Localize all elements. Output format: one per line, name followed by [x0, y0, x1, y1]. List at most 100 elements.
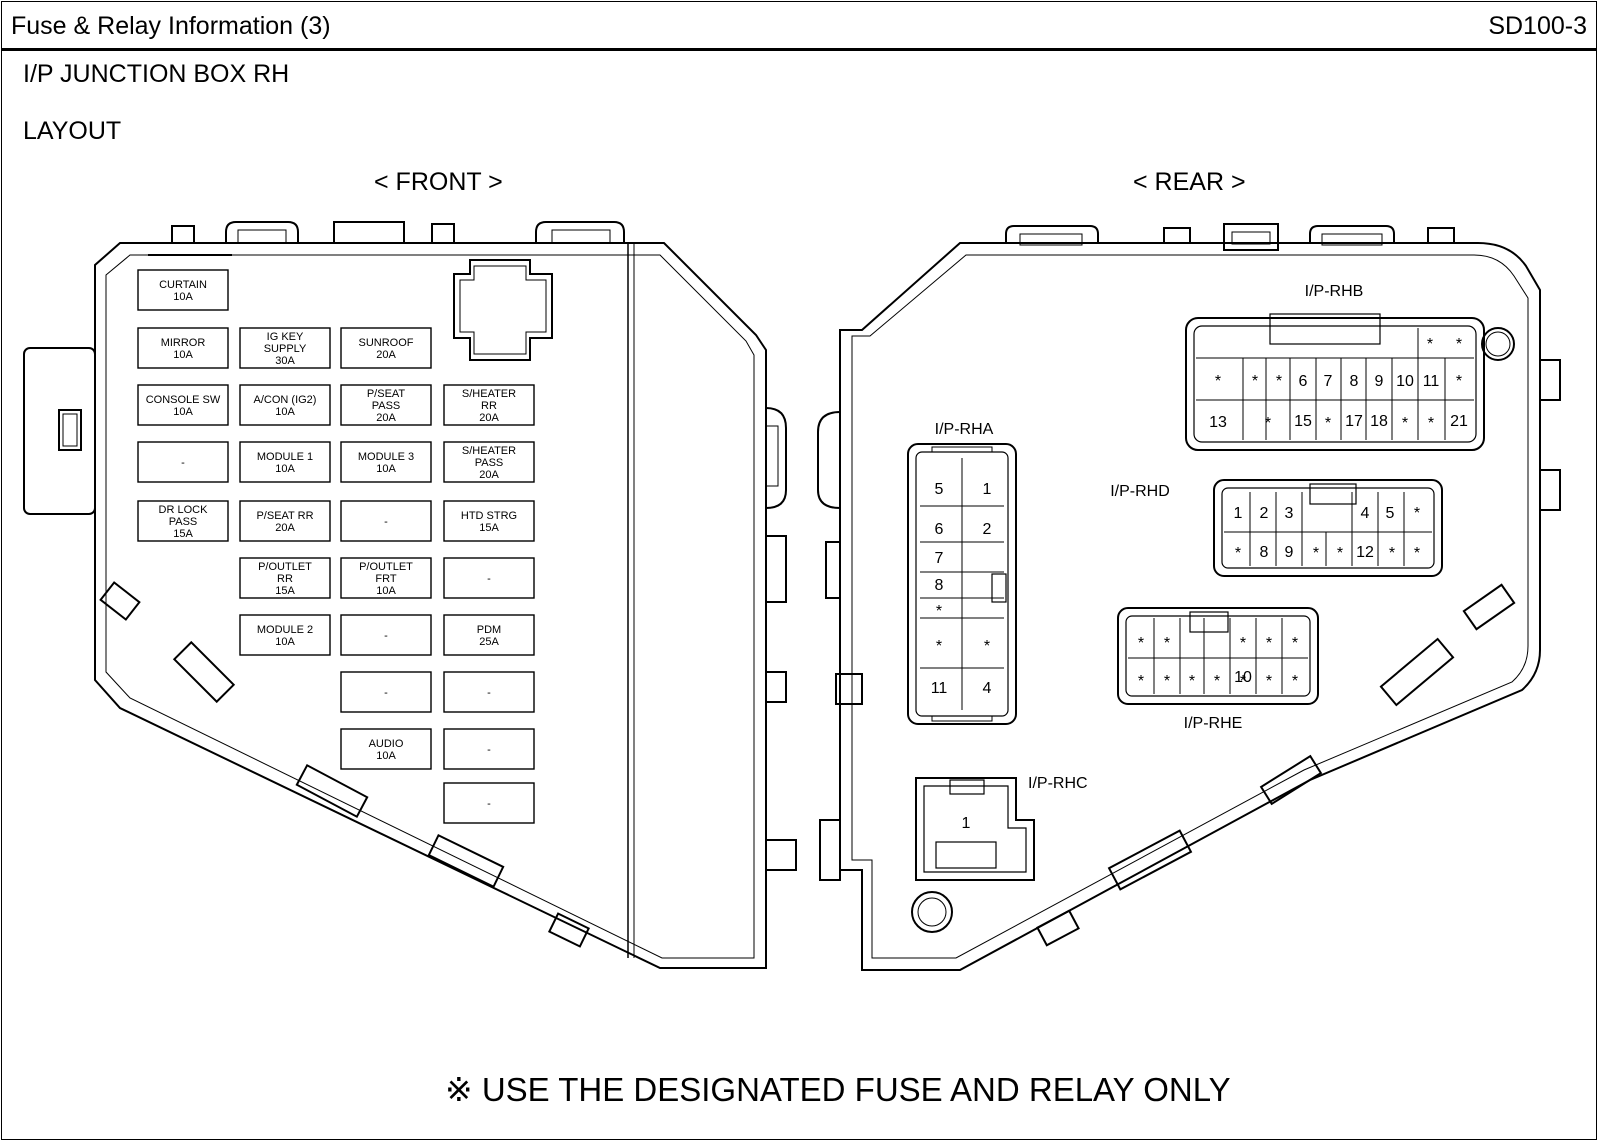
connector-pin: 3 — [1285, 505, 1294, 522]
fuse-box — [340, 557, 432, 599]
connector-pin: 21 — [1450, 413, 1468, 430]
fuse-label: PASS — [372, 400, 401, 412]
fuse-label: 20A — [479, 469, 499, 481]
fuse-label: 20A — [275, 522, 295, 534]
fuse-box — [137, 327, 229, 369]
connector-pin: 10 — [1234, 669, 1252, 686]
connector-pin: * — [1214, 673, 1220, 690]
fuse-box — [443, 614, 535, 656]
fuse-box — [340, 728, 432, 770]
connector-pin: * — [1389, 545, 1395, 562]
fuse-label: AUDIO — [369, 738, 404, 750]
connector-pin: 10 — [1396, 373, 1414, 390]
fuse-label: 10A — [376, 750, 396, 762]
fuse-label: S/HEATER — [462, 388, 516, 400]
fuse-slot: - — [340, 614, 432, 656]
fuse-box — [239, 327, 331, 369]
connector-pin: * — [1292, 635, 1298, 652]
fuse-label: - — [487, 687, 491, 699]
connector-name: I/P-RHB — [1305, 283, 1364, 300]
fuse-slot: A/CON (IG2)10A — [239, 384, 331, 426]
connector-pin: 8 — [1350, 373, 1359, 390]
connector-pin: 6 — [935, 521, 944, 538]
fuse-box — [443, 441, 535, 483]
connector-name: I/P-RHA — [935, 421, 994, 438]
fuse-label: MODULE 3 — [358, 451, 414, 463]
fuse-box — [340, 614, 432, 656]
connector-pin: 7 — [1324, 373, 1333, 390]
connector-pin: 4 — [1361, 505, 1370, 522]
fuse-label: - — [384, 687, 388, 699]
fuse-label: MODULE 2 — [257, 624, 313, 636]
fuse-box — [137, 269, 229, 311]
fuse-slot: - — [340, 500, 432, 542]
rear-view-label: < REAR > — [1133, 168, 1246, 196]
fuse-label: FRT — [375, 573, 396, 585]
connector-pin: * — [1138, 673, 1144, 690]
connector-pin: * — [1265, 415, 1271, 432]
connector-pin: 6 — [1299, 373, 1308, 390]
connector-pin: 12 — [1356, 544, 1374, 561]
fuse-label: - — [384, 630, 388, 642]
connector-pin: 2 — [983, 521, 992, 538]
fuse-label: 15A — [173, 528, 193, 540]
fuse-box — [443, 384, 535, 426]
fuse-label: - — [487, 573, 491, 585]
document-title: Fuse & Relay Information (3) — [11, 12, 331, 40]
fuse-box — [340, 441, 432, 483]
connector-pin: 8 — [935, 577, 944, 594]
connector-name: I/P-RHE — [1184, 715, 1243, 732]
fuse-label: 10A — [173, 349, 193, 361]
connector-pin: 7 — [935, 550, 944, 567]
connector-pin: * — [1164, 673, 1170, 690]
fuse-box — [239, 557, 331, 599]
fuse-label: RR — [277, 573, 293, 585]
connector-pin: 9 — [1375, 373, 1384, 390]
fuse-box — [239, 384, 331, 426]
front-housing — [23, 221, 797, 969]
fuse-box — [340, 500, 432, 542]
connector-pin: * — [984, 638, 990, 655]
fuse-label: HTD STRG — [461, 510, 517, 522]
subsection-title: LAYOUT — [23, 117, 122, 145]
fuse-label: MIRROR — [161, 337, 206, 349]
connector-pin: * — [1313, 545, 1319, 562]
connector-pin: 5 — [1386, 505, 1395, 522]
fuse-label: P/SEAT — [367, 388, 406, 400]
connector-pin: 8 — [1260, 544, 1269, 561]
section-title: I/P JUNCTION BOX RH — [23, 60, 290, 88]
connector-pin: 13 — [1209, 414, 1227, 431]
connector-rhe: I/P-RHE*********10*** — [1128, 618, 1308, 732]
connector-name: I/P-RHD — [1110, 483, 1170, 500]
fuse-label: 15A — [479, 522, 499, 534]
connector-pin: * — [936, 603, 942, 620]
connector-pin: * — [1266, 673, 1272, 690]
fuse-label: PASS — [475, 457, 504, 469]
connector-pin: * — [1292, 673, 1298, 690]
connector-pin: * — [936, 638, 942, 655]
fuse-slot: - — [443, 671, 535, 713]
connector-pin: 1 — [1234, 505, 1243, 522]
fuse-label: - — [487, 798, 491, 810]
fuse-label: 20A — [479, 412, 499, 424]
connector-pin: * — [1428, 415, 1434, 432]
connector-pin: * — [1427, 336, 1433, 353]
